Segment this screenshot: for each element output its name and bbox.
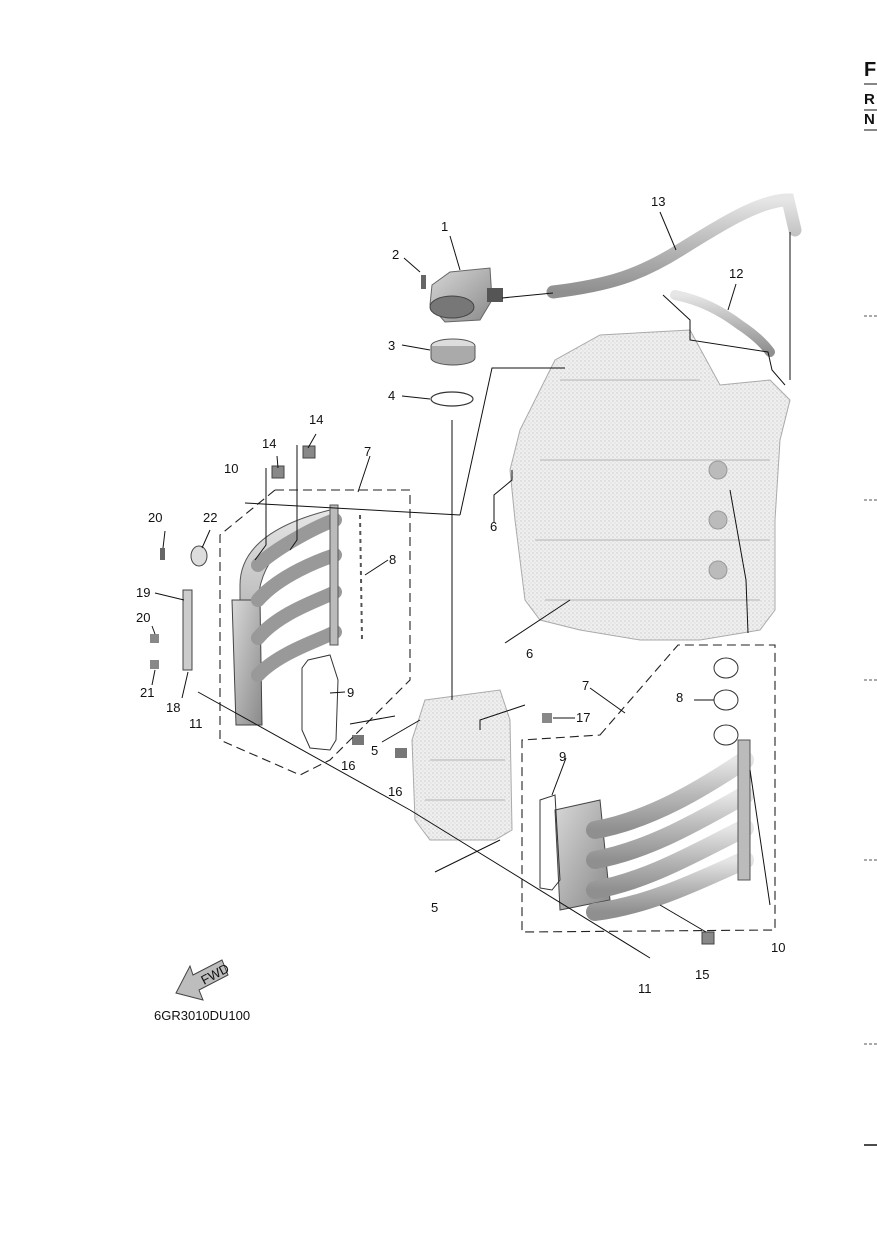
bracket-part-18 [182, 589, 193, 671]
lower-housing [411, 689, 513, 841]
callout-21: 21 [140, 685, 154, 700]
fwd-label: FWD [198, 961, 231, 988]
callout-14a: 14 [309, 412, 323, 427]
callout-7a: 7 [364, 444, 371, 459]
callout-8b: 8 [676, 690, 683, 705]
leader-lines [151, 211, 791, 959]
callout-9a: 9 [347, 685, 354, 700]
edge-letter-n: N [864, 111, 875, 128]
bolt-part-20a [160, 548, 165, 560]
hose-part-13 [546, 193, 802, 299]
callout-5a: 5 [371, 743, 378, 758]
hose-part-12 [670, 290, 775, 357]
nut-part-14b [302, 445, 316, 459]
callout-12: 12 [729, 266, 743, 281]
callout-11a: 11 [189, 716, 203, 731]
throttle-body [429, 267, 503, 323]
callout-22: 22 [203, 510, 217, 525]
callout-20b: 20 [136, 610, 150, 625]
callout-6b: 6 [526, 646, 533, 661]
callout-19: 19 [136, 585, 150, 600]
nut-part-21 [150, 660, 159, 669]
gasket-part-9-left [301, 654, 339, 751]
callout-13: 13 [651, 194, 665, 209]
edge-letter-f: F [864, 59, 876, 81]
callout-10a: 10 [224, 461, 238, 476]
fwd-arrow: FWD [175, 959, 232, 1001]
gasket-part-9-right [539, 794, 561, 891]
gasket-part-8-right [713, 657, 739, 746]
callout-3: 3 [388, 338, 395, 353]
cap-part-22 [190, 545, 208, 567]
callout-1: 1 [441, 219, 448, 234]
callout-2: 2 [392, 247, 399, 262]
diagram-code: 6GR3010DU100 [154, 1008, 250, 1023]
nut-part-20b [150, 634, 159, 643]
clip-part-16b [395, 748, 407, 758]
callout-18: 18 [166, 700, 180, 715]
callout-14b: 14 [262, 436, 276, 451]
callout-16b: 16 [388, 784, 402, 799]
engine-block [509, 329, 791, 641]
callout-20a: 20 [148, 510, 162, 525]
callout-15: 15 [695, 967, 709, 982]
left-intake-manifold [231, 504, 342, 726]
callout-17: 17 [576, 710, 590, 725]
nut-part-17 [542, 713, 552, 723]
callout-10b: 10 [771, 940, 785, 955]
right-intake-manifold [554, 739, 754, 921]
callout-labels: 1 2 3 4 13 12 14 14 7 10 20 22 8 19 20 2… [136, 194, 785, 996]
o-ring-part-4 [430, 391, 474, 407]
group-box-right [521, 644, 776, 933]
callout-8a: 8 [389, 552, 396, 567]
callout-7b: 7 [582, 678, 589, 693]
screw-part-2 [421, 275, 426, 289]
callout-11b: 11 [638, 981, 652, 996]
throttle-spacer-ring [430, 338, 476, 366]
group-box-left [219, 489, 411, 776]
callout-4: 4 [388, 388, 395, 403]
page-edge-fragments: F R N [864, 59, 877, 1146]
callout-16a: 16 [341, 758, 355, 773]
callout-9b: 9 [559, 749, 566, 764]
edge-letter-r: R [864, 91, 875, 108]
nut-part-15 [701, 931, 715, 945]
gasket-part-8-left [359, 514, 363, 641]
callout-6a: 6 [490, 519, 497, 534]
callout-5b: 5 [431, 900, 438, 915]
clip-part-16a [352, 735, 364, 745]
